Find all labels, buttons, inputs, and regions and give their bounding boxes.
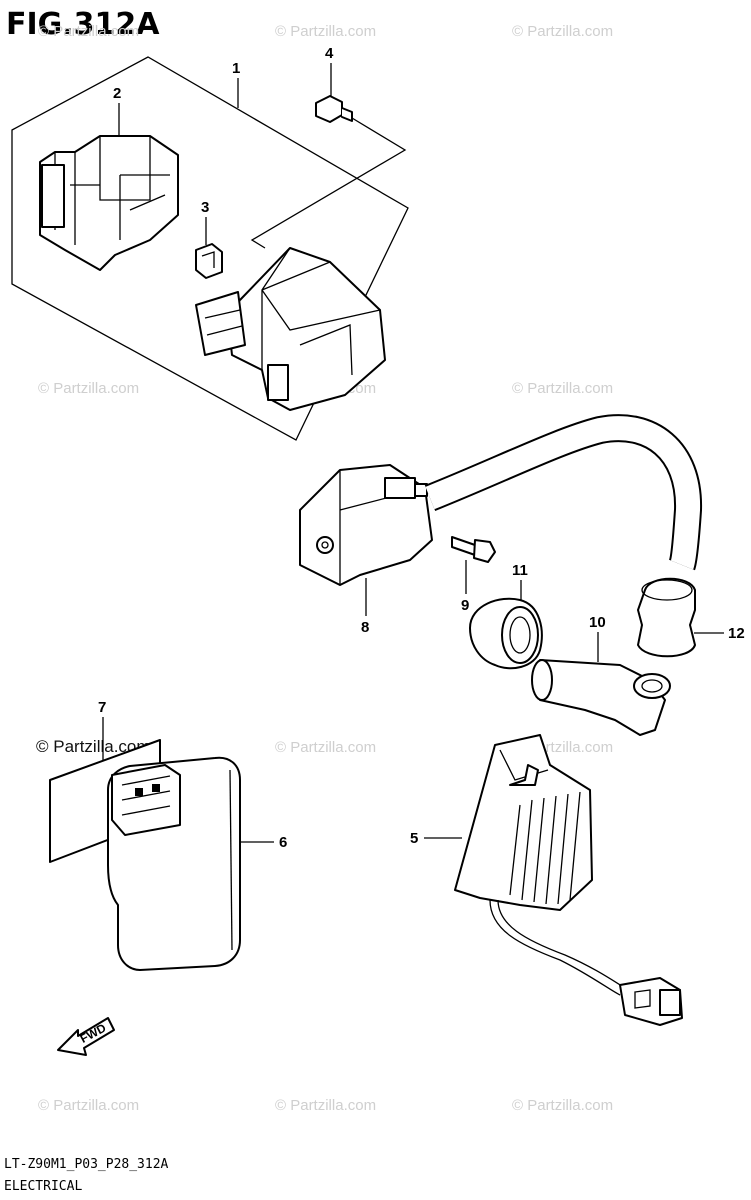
part-10-plug-cap [531,659,671,736]
callout-8: 8 [361,619,369,636]
callout-9: 9 [461,597,469,614]
figure-section: ELECTRICAL [4,1179,82,1194]
part-4-leader-path [250,117,407,249]
callouts: 1 2 3 4 5 6 7 8 9 10 11 12 [98,45,745,851]
watermark: © Partzilla.com [512,23,613,40]
watermark: © Partzilla.com [275,1097,376,1114]
callout-6: 6 [279,834,287,851]
callout-5: 5 [410,830,418,847]
part-11-boot [469,597,543,670]
fwd-arrow: FWD [57,1017,115,1056]
watermark: © Partzilla.com [275,23,376,40]
callout-12: 12 [728,625,745,642]
part-2-cover [39,135,179,271]
part-9-bolt [451,536,496,563]
part-6-cdi-unit [107,756,241,971]
part-12-cap [637,577,696,658]
watermark: © Partzilla.com [38,23,139,40]
figure-title: FIG.312A [6,7,160,42]
watermark: © Partzilla.com [38,380,139,397]
callout-2: 2 [113,85,121,102]
part-5-regulator [454,734,683,1026]
part-1-relay [195,247,386,411]
watermark: © Partzilla.com [38,1097,139,1114]
part-3-clip [195,243,223,279]
watermark: © Partzilla.com [512,1097,613,1114]
figure-code: LT-Z90M1_P03_P28_312A [4,1157,169,1172]
callout-1: 1 [232,60,240,77]
callout-4: 4 [325,45,334,62]
part-4-bolt [315,95,353,123]
callout-10: 10 [589,614,606,631]
ignition-cable [425,416,701,570]
watermark-dark: © Partzilla.com [36,737,151,756]
callout-7: 7 [98,699,106,716]
watermark: © Partzilla.com [275,739,376,756]
callout-11: 11 [512,562,528,579]
callout-3: 3 [201,199,209,216]
part-8-ignition-coil [299,464,433,586]
watermark: © Partzilla.com [512,380,613,397]
